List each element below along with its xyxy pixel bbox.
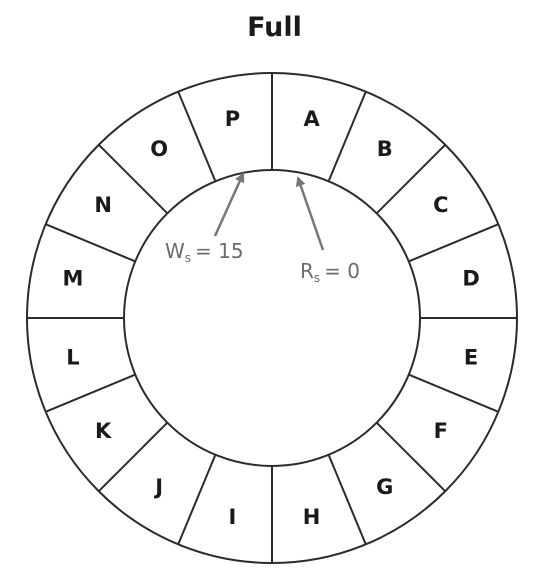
slot-label-k: K [95, 419, 112, 443]
slot-divider [177, 91, 217, 182]
slot-labels: A B C D E F G H I J K L M N O P [62, 107, 479, 529]
slot-divider [177, 454, 217, 545]
write-pointer-arrow [213, 172, 245, 237]
write-pointer-symbol: W [165, 239, 185, 263]
slot-label-j: J [153, 475, 163, 499]
slot-label-l: L [66, 346, 79, 370]
slot-divider [375, 144, 446, 215]
slot-label-d: D [462, 266, 479, 290]
ring-inner-circle [123, 169, 421, 467]
slot-label-m: M [62, 266, 83, 290]
slot-divider [98, 421, 169, 492]
slot-label-a: A [303, 107, 320, 131]
read-pointer-symbol: R [300, 259, 314, 283]
slot-divider [98, 144, 169, 215]
slot-divider [45, 373, 136, 413]
write-pointer-label: Ws = 15 [165, 239, 244, 265]
slot-label-c: C [433, 193, 448, 217]
write-pointer-value: = 15 [195, 239, 244, 263]
slot-divider [408, 373, 499, 413]
slot-label-g: G [376, 475, 393, 499]
slot-divider [375, 421, 446, 492]
slot-label-i: I [228, 505, 236, 529]
slot-divider [45, 223, 136, 263]
slot-label-e: E [464, 346, 478, 370]
read-pointer-value: = 0 [324, 259, 360, 283]
read-pointer-label: Rs = 0 [300, 259, 360, 285]
slot-label-n: N [94, 193, 112, 217]
slot-label-b: B [377, 137, 393, 161]
slot-label-f: F [434, 419, 448, 443]
slot-label-o: O [150, 137, 168, 161]
diagram-title: Full [247, 12, 302, 43]
slot-divider [327, 91, 367, 182]
slot-label-p: P [225, 107, 240, 131]
slot-label-h: H [303, 505, 321, 529]
read-pointer-arrow [295, 176, 325, 251]
write-pointer-subscript: s [185, 251, 191, 265]
ring [26, 72, 518, 564]
slot-divider [327, 454, 367, 545]
read-pointer-subscript: s [314, 271, 320, 285]
slot-divider [408, 223, 499, 263]
